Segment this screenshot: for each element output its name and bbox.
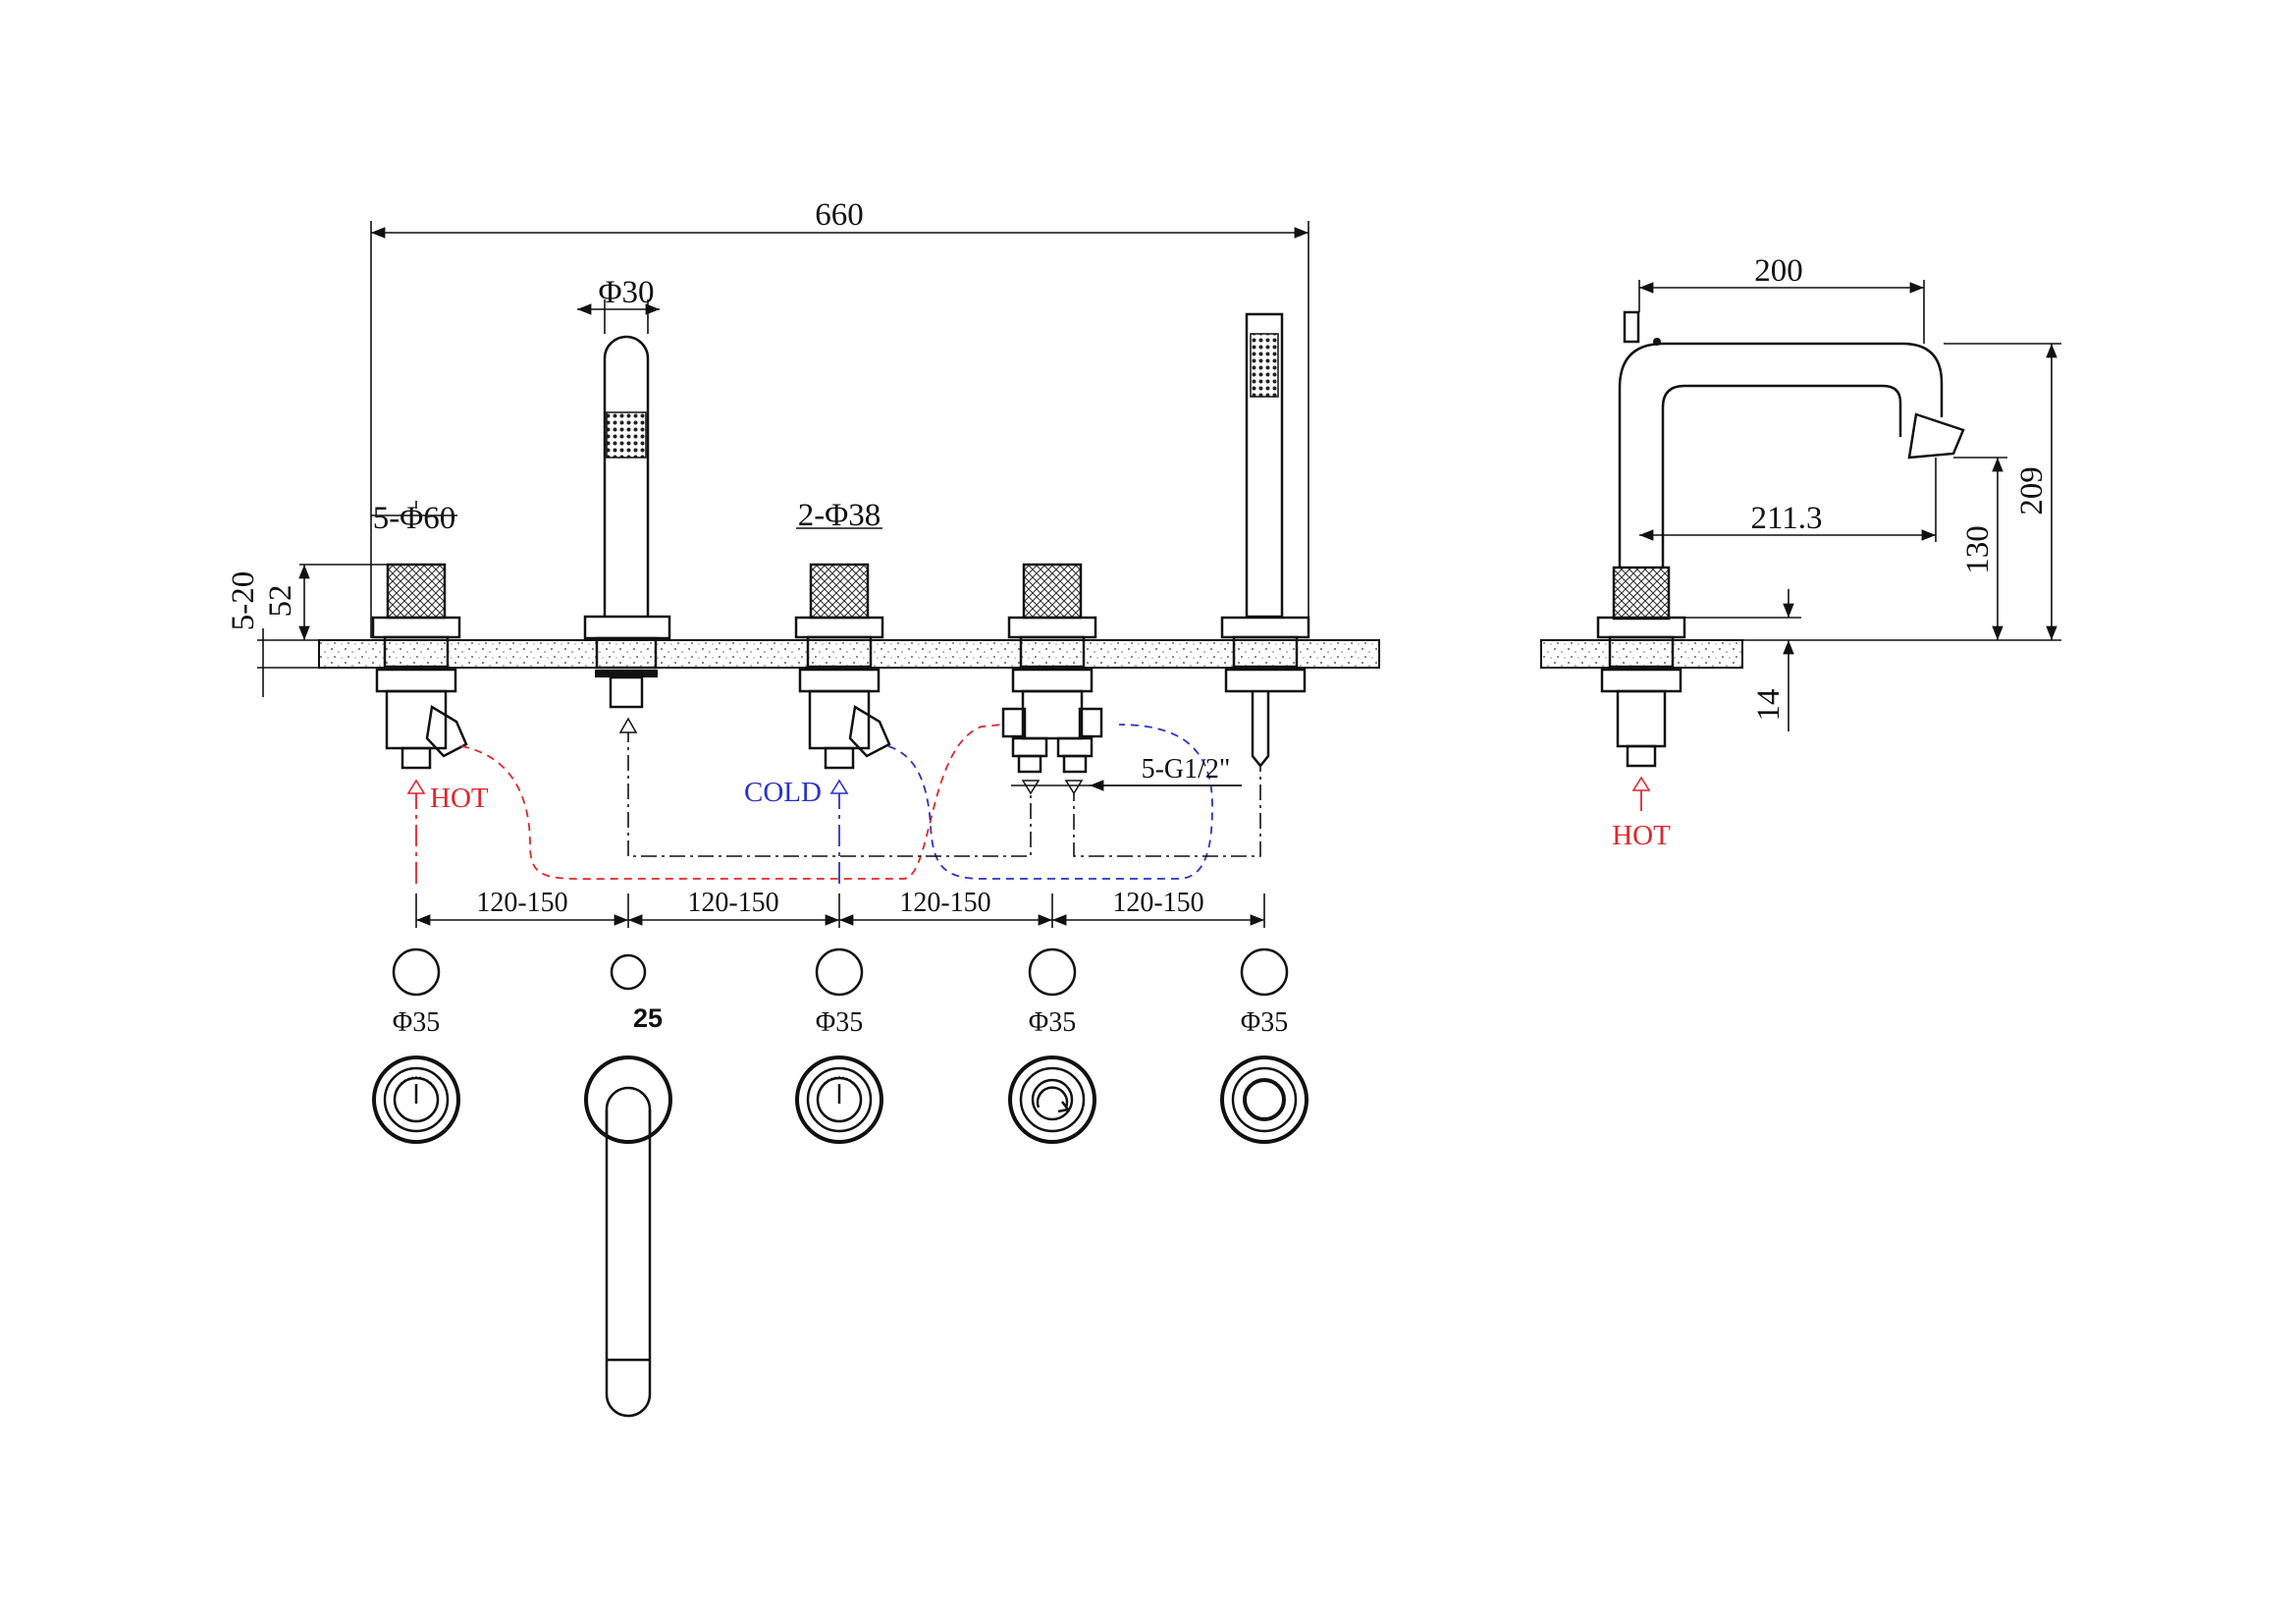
control-diameter-main-label: 5-Φ60 bbox=[373, 501, 456, 536]
side-projection-label: 211.3 bbox=[1750, 501, 1822, 536]
hand-shower-top bbox=[1220, 1055, 1308, 1144]
spout-top bbox=[584, 1055, 672, 1418]
side-hot-label: HOT bbox=[1612, 820, 1671, 851]
hole-diameter-label-3: Φ35 bbox=[816, 1007, 863, 1038]
side-outlet-height-label: 130 bbox=[1960, 525, 1996, 574]
inlet-thread-label: 5-G1/2" bbox=[1142, 754, 1231, 784]
cold-supply-lines: COLD bbox=[744, 724, 1213, 884]
mixed-outlet-lines bbox=[618, 717, 1261, 857]
deck-holes: Φ35 25 Φ35 Φ35 Φ35 bbox=[392, 947, 1289, 1038]
overall-width-dimension: 660 bbox=[370, 197, 1309, 638]
hot-valve-top bbox=[372, 1055, 460, 1144]
hole-diameter-label-1: Φ35 bbox=[393, 1007, 440, 1038]
top-views bbox=[372, 1055, 1308, 1418]
control-diameter-small-label: 2-Φ38 bbox=[798, 498, 881, 533]
spacing-dimensions: 120-150 120-150 120-150 120-150 bbox=[415, 888, 1265, 928]
left-height-dimensions: 5-20 52 bbox=[226, 564, 388, 697]
spout-front: Φ30 bbox=[577, 275, 671, 709]
spacing-label-4: 120-150 bbox=[1112, 888, 1203, 918]
hot-label: HOT bbox=[430, 783, 489, 814]
hot-supply-lines: HOT bbox=[406, 724, 1002, 884]
deck-thickness-label: 5-20 bbox=[226, 571, 261, 631]
cold-valve-front: 2-Φ38 bbox=[794, 498, 891, 770]
spacing-label-2: 120-150 bbox=[687, 888, 778, 918]
diverter-top bbox=[1008, 1055, 1096, 1144]
cold-label: COLD bbox=[744, 777, 822, 808]
hole-diameter-label-4: Φ35 bbox=[1029, 1007, 1076, 1038]
diverter-front bbox=[1001, 563, 1103, 774]
spacing-label-3: 120-150 bbox=[899, 888, 990, 918]
spout-diameter-label: Φ30 bbox=[598, 275, 654, 310]
hand-shower-front bbox=[1220, 312, 1310, 769]
spacing-label-1: 120-150 bbox=[476, 888, 567, 918]
hole-diameter-label-2: 25 bbox=[633, 1003, 663, 1033]
deck-front bbox=[318, 639, 1380, 669]
side-total-height-label: 209 bbox=[2014, 466, 2050, 515]
inlet-thread-dimension: 5-G1/2" bbox=[1011, 754, 1242, 791]
side-view: HOT 200 211.3 209 130 14 bbox=[1540, 253, 2061, 851]
hot-valve-front: 5-Φ60 bbox=[371, 501, 468, 770]
overall-width-label: 660 bbox=[815, 197, 864, 233]
side-reach-label: 200 bbox=[1754, 253, 1803, 289]
cold-valve-top bbox=[795, 1055, 883, 1144]
hole-diameter-label-5: Φ35 bbox=[1241, 1007, 1288, 1038]
side-under-deck-label: 14 bbox=[1751, 689, 1787, 722]
handle-height-label: 52 bbox=[263, 585, 298, 618]
